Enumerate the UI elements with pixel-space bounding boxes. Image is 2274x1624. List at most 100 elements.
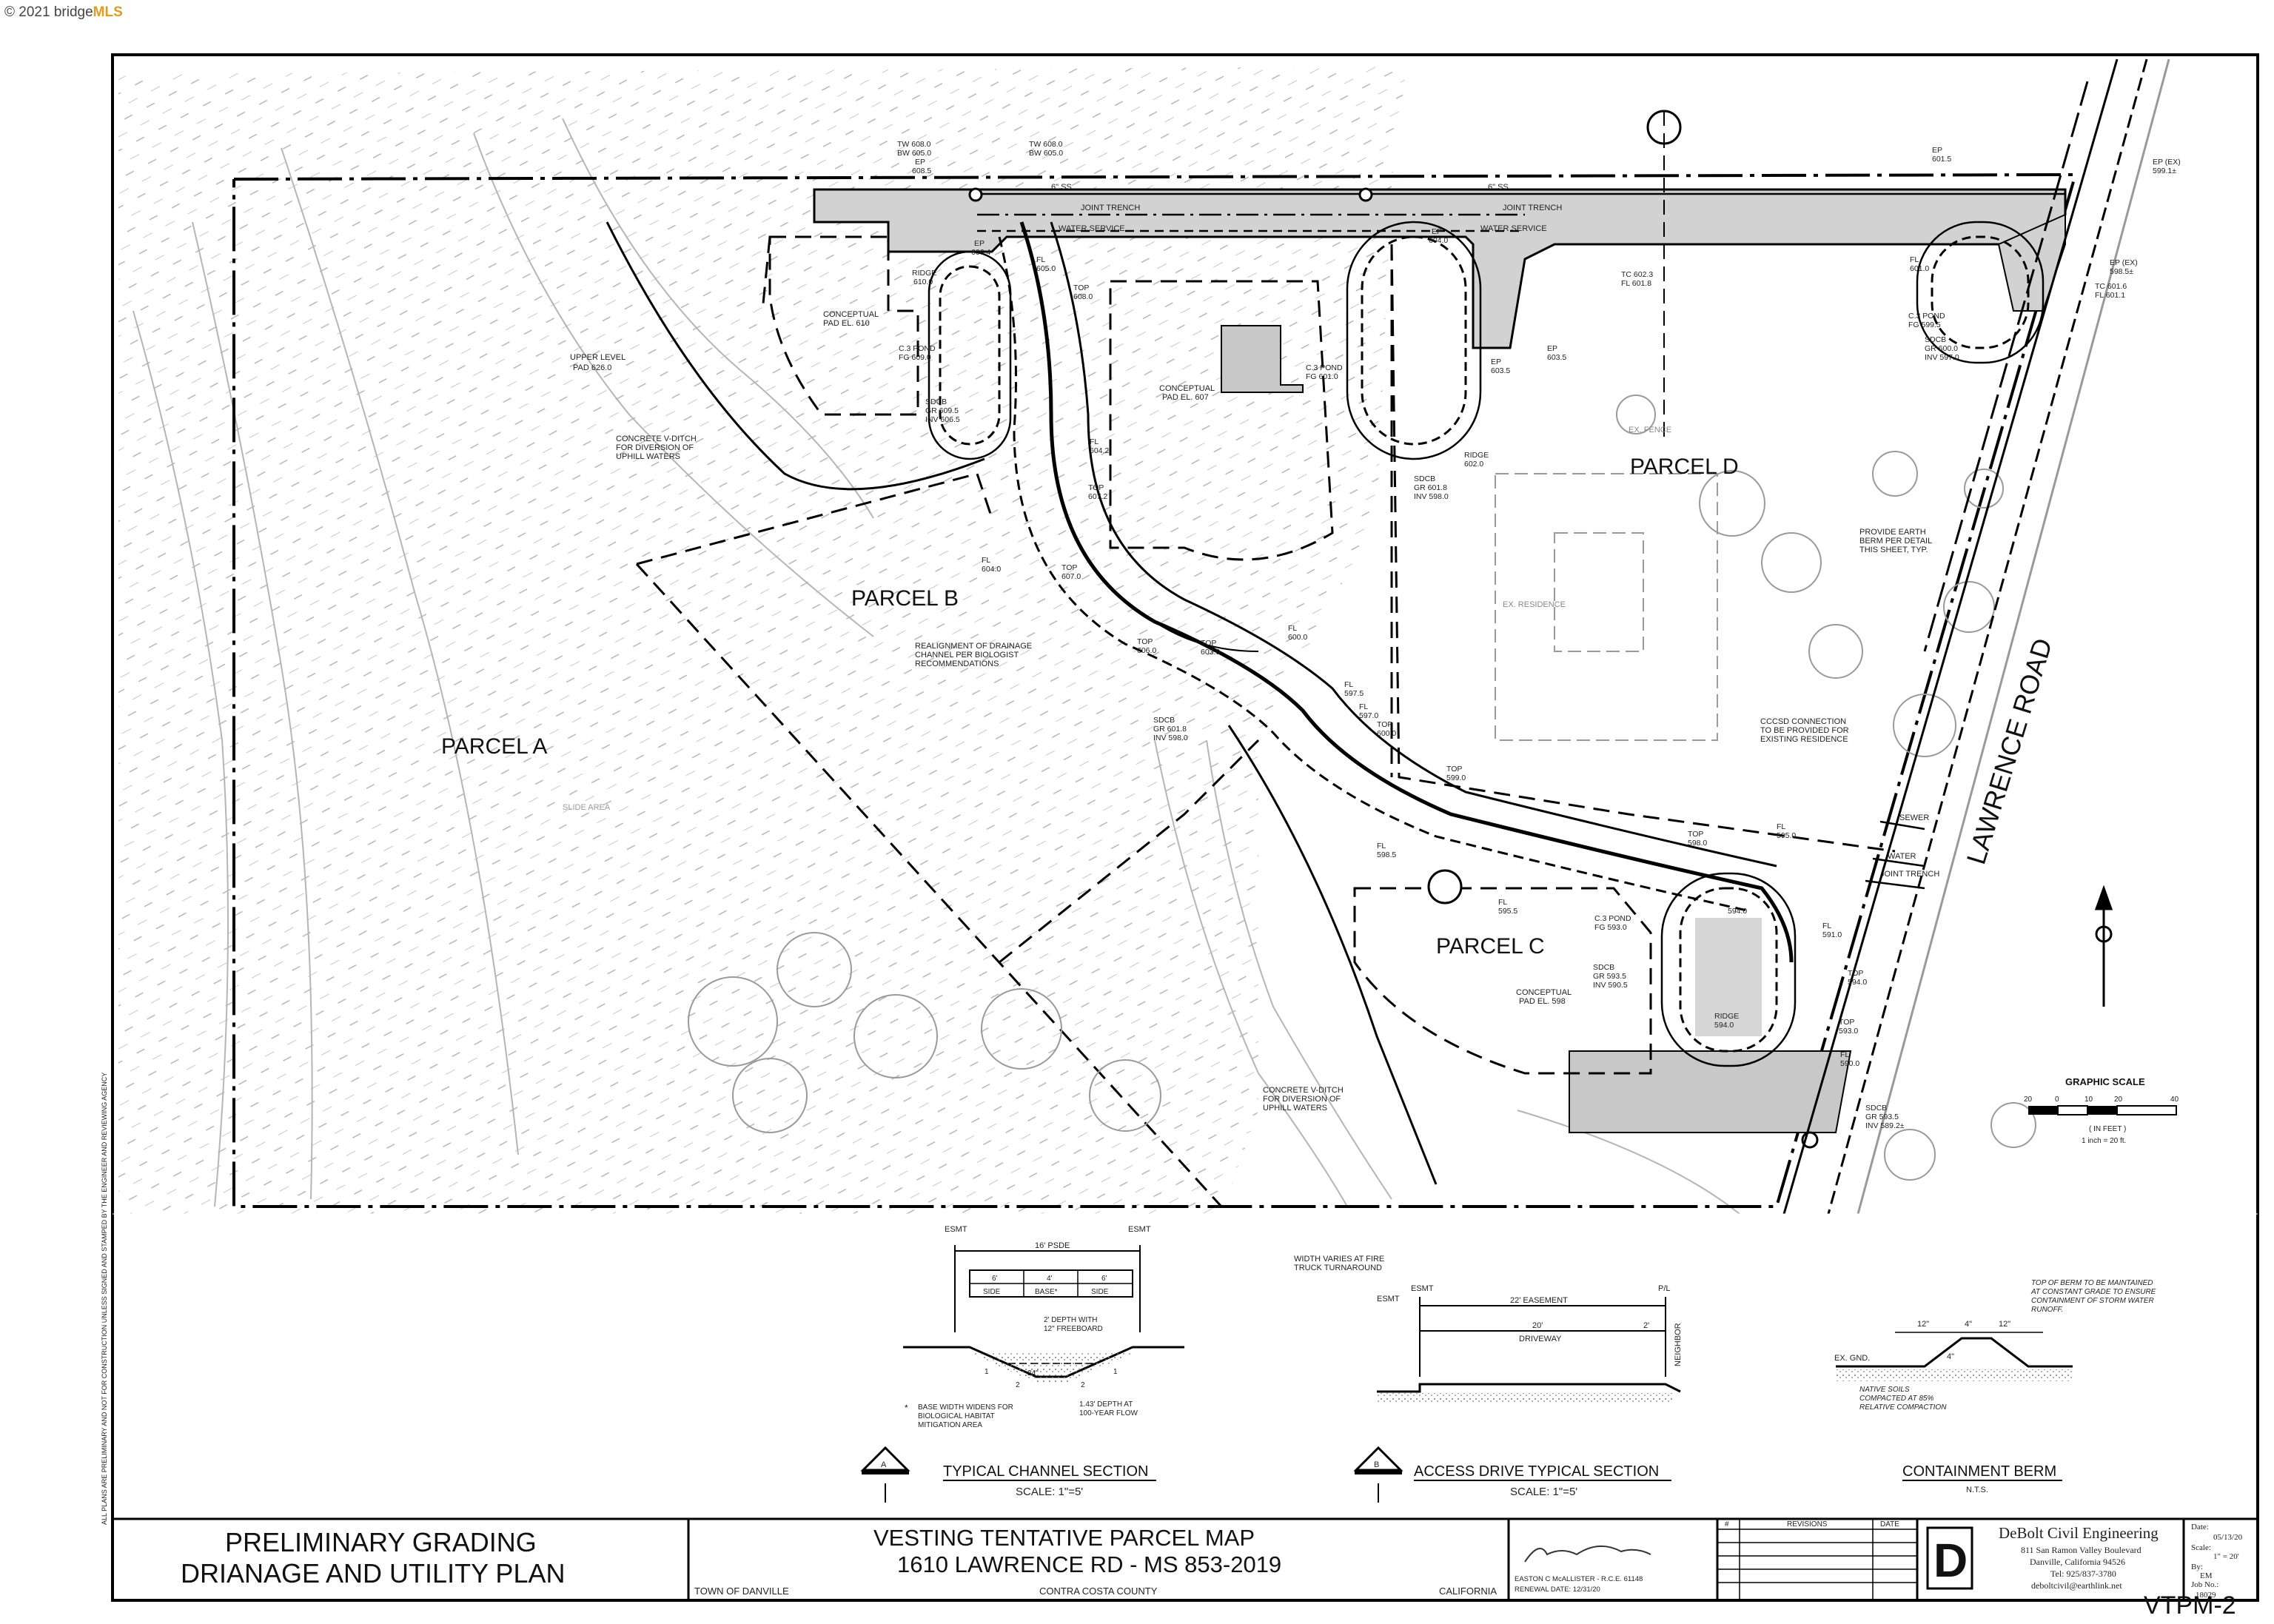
svg-text:EX. RESIDENCE: EX. RESIDENCE xyxy=(1503,600,1566,609)
elevation-label: 595.0 xyxy=(1777,831,1796,840)
elevation-label: FG 599.5 xyxy=(1908,321,1941,329)
drainage-channel xyxy=(998,221,1794,963)
v-ditch-upper xyxy=(606,221,985,491)
elevation-label: 600.0 xyxy=(1288,633,1307,642)
county-label: CONTRA COSTA COUNTY xyxy=(1039,1586,1158,1597)
svg-text:SIDE: SIDE xyxy=(983,1288,1001,1296)
utility-labels: 6" SS 6" SS JOINT TRENCH JOINT TRENCH WA… xyxy=(1051,183,1939,879)
svg-text:BASE WIDTH WIDENS FOR: BASE WIDTH WIDENS FOR xyxy=(918,1403,1013,1412)
elevation-label: 610.0 xyxy=(913,278,933,286)
svg-text:SLIDE AREA: SLIDE AREA xyxy=(563,803,611,812)
rev-num-head: # xyxy=(1725,1520,1729,1529)
svg-text:2': 2' xyxy=(1643,1321,1649,1330)
copyright-text: © 2021 bridge xyxy=(4,4,93,20)
parcel-d-label: PARCEL D xyxy=(1630,454,1739,479)
scale-tick-label: 0 xyxy=(2055,1095,2059,1104)
renewal-date: RENEWAL DATE: 12/31/20 xyxy=(1515,1586,1600,1594)
elevation-label: C.3 POND xyxy=(1908,312,1945,321)
svg-text:PAD 626.0: PAD 626.0 xyxy=(573,363,611,372)
margin-note: ALL PLANS ARE PRELIMINARY AND NOT FOR CO… xyxy=(101,1073,108,1525)
elevation-label: RIDGE xyxy=(912,269,936,278)
company-email: deboltcivil@earthlink.net xyxy=(2031,1580,2122,1591)
svg-text:*: * xyxy=(905,1403,908,1413)
pond-4-fill xyxy=(1695,918,1762,1036)
pond-2 xyxy=(1361,235,1467,446)
svg-text:ESMT: ESMT xyxy=(1128,1225,1151,1234)
svg-text:05/13/20: 05/13/20 xyxy=(2213,1533,2243,1542)
driveway xyxy=(813,188,2067,1133)
elevation-label: EP xyxy=(1491,358,1501,366)
svg-text:PAD EL. 610: PAD EL. 610 xyxy=(823,319,870,328)
svg-text:1: 1 xyxy=(1113,1368,1118,1376)
elevation-label: 590.0 xyxy=(1840,1059,1859,1068)
pond-4 xyxy=(1679,887,1778,1053)
svg-text:DRIVEWAY: DRIVEWAY xyxy=(1519,1335,1562,1343)
elevation-label: TOP xyxy=(1688,830,1703,839)
svg-text:UPHILL WATERS: UPHILL WATERS xyxy=(1263,1104,1327,1113)
elevation-label: BW 605.0 xyxy=(897,149,931,158)
svg-text:REALIGNMENT OF DRAINAGE: REALIGNMENT OF DRAINAGE xyxy=(915,642,1032,651)
svg-text:P/L: P/L xyxy=(1658,1284,1671,1293)
conceptual-pads xyxy=(761,235,1652,1075)
elevation-label: 594.0 xyxy=(1728,907,1747,916)
svg-text:20': 20' xyxy=(1532,1321,1543,1330)
elevation-label: SDCB xyxy=(1865,1104,1887,1113)
svg-text:UPHILL WATERS: UPHILL WATERS xyxy=(616,452,680,461)
drive-section-detail: WIDTH VARIES AT FIRE TRUCK TURNAROUND ES… xyxy=(1294,1255,1683,1503)
v-ditch-lower xyxy=(1227,725,1438,1185)
elevation-label: EP (EX) xyxy=(2110,258,2138,267)
elevation-label: 598.5 xyxy=(1377,850,1396,859)
svg-text:UPPER LEVEL: UPPER LEVEL xyxy=(570,353,625,362)
elevation-label: TC 602.3 xyxy=(1621,270,1653,279)
svg-text:24": 24" xyxy=(1027,1369,1039,1378)
ss-label-1: 6" SS xyxy=(1051,183,1072,192)
section-marker-a xyxy=(1427,869,1463,905)
elevation-label: FL xyxy=(1777,822,1785,831)
svg-text:SCALE: 1"=5': SCALE: 1"=5' xyxy=(1510,1486,1577,1498)
elevation-label: TOP xyxy=(1377,720,1392,729)
elevation-label: 605.0 xyxy=(1036,264,1056,273)
elevation-label: 603.5 xyxy=(1491,366,1510,375)
elevation-label: 597.0 xyxy=(1359,711,1378,720)
elevation-label: 601.5 xyxy=(1932,155,1951,164)
elevation-label: 604.0 xyxy=(1429,236,1448,245)
parcel-b-label: PARCEL B xyxy=(851,586,959,611)
elevation-label: FL xyxy=(1377,842,1386,850)
svg-text:A: A xyxy=(881,1460,887,1469)
elevation-label: TC 601.6 xyxy=(2095,282,2127,291)
svg-text:WIDTH VARIES AT FIRE: WIDTH VARIES AT FIRE xyxy=(1294,1255,1384,1264)
elevation-label: FL xyxy=(1090,437,1099,446)
lawrence-road-edges xyxy=(1782,58,2170,1215)
sheet-id: VTPM-2 xyxy=(2144,1591,2236,1620)
elevation-label: GR 609.5 xyxy=(925,406,959,415)
svg-text:BIOLOGICAL HABITAT: BIOLOGICAL HABITAT xyxy=(918,1412,995,1420)
parcel-a-label: PARCEL A xyxy=(441,734,547,759)
elevation-label: TOP xyxy=(1848,969,1863,978)
elevation-label: GR 600.0 xyxy=(1925,344,1958,353)
svg-text:MITIGATION AREA: MITIGATION AREA xyxy=(918,1421,982,1429)
elevation-label: TOP xyxy=(1061,563,1077,572)
svg-text:Scale:: Scale: xyxy=(2191,1543,2211,1552)
elevation-label: 594.0 xyxy=(1848,978,1867,987)
drive-section-title: ACCESS DRIVE TYPICAL SECTION xyxy=(1414,1463,1659,1480)
elevation-label: 601.0 xyxy=(1910,264,1929,273)
elevation-label: EP xyxy=(915,158,925,167)
svg-text:EX. GND.: EX. GND. xyxy=(1834,1354,1870,1363)
elevation-labels: TW 608.0BW 605.0TW 608.0BW 605.0EP608.5E… xyxy=(897,140,2181,1130)
rev-date-head: DATE xyxy=(1880,1520,1899,1529)
svg-text:BASE*: BASE* xyxy=(1035,1288,1058,1296)
scale-tick-label: 20 xyxy=(2024,1095,2033,1104)
elevation-label: BW 605.0 xyxy=(1029,149,1063,158)
map-title: VESTING TENTATIVE PARCEL MAP xyxy=(873,1525,1255,1551)
state-label: CALIFORNIA xyxy=(1439,1586,1497,1597)
elevation-label: EP xyxy=(1432,227,1442,236)
svg-text:CONCEPTUAL: CONCEPTUAL xyxy=(1516,988,1572,997)
svg-text:12": 12" xyxy=(1999,1320,2010,1329)
svg-text:PAD EL. 598: PAD EL. 598 xyxy=(1519,997,1566,1006)
berm-detail: TOP OF BERM TO BE MAINTAINED AT CONSTANT… xyxy=(1834,1279,2156,1494)
scale-tick-label: 40 xyxy=(2170,1095,2179,1104)
elevation-label: GR 601.8 xyxy=(1414,483,1447,492)
svg-text:N.T.S.: N.T.S. xyxy=(1966,1486,1988,1494)
title-block-frame xyxy=(111,1517,2259,1602)
